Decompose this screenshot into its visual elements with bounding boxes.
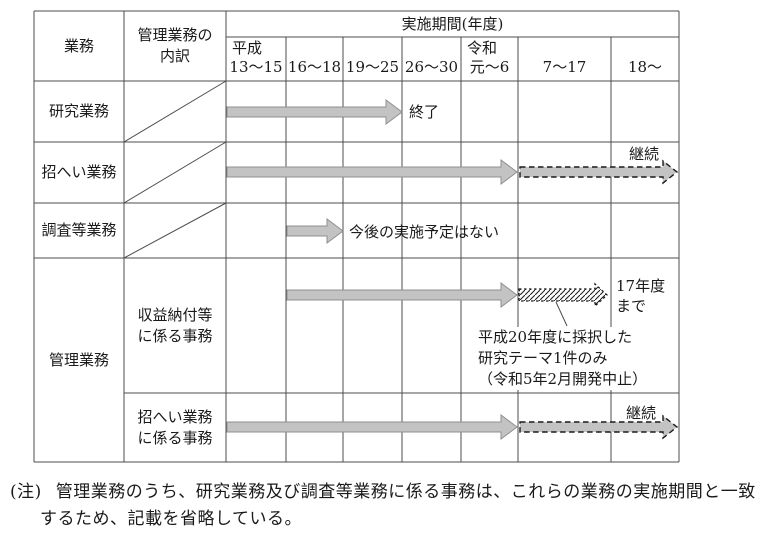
period-col-16-18: 16～18: [287, 58, 342, 76]
row-label-management: 管理業務: [48, 350, 109, 369]
annotation-leader-line: [555, 301, 568, 327]
arrow-invitation-solid: [226, 159, 518, 185]
arrow-research-solid: [226, 99, 403, 125]
revenue-annotation: 平成20年度に採択した 研究テーマ1件のみ （令和5年2月開発中止）: [477, 327, 649, 390]
status-revenue-until-fy17: 17年度 まで: [616, 277, 666, 315]
period-col-18-: 18～: [627, 58, 663, 76]
row-label-survey: 調査等業務: [41, 221, 117, 239]
diagonal-na-research: [123, 80, 227, 143]
period-col-h13-15: 平成 13～15: [229, 39, 283, 76]
status-survey-no-plan: 今後の実施予定はない: [349, 223, 500, 241]
status-research-ended: 終了: [409, 103, 440, 121]
subrow-label-revenue: 収益納付等 に係る事務: [137, 305, 213, 345]
subrow-label-invitation-admin: 招へい業務 に係る事務: [137, 407, 213, 447]
header-business: 業務: [63, 36, 94, 55]
period-col-26-30: 26～30: [404, 58, 459, 76]
arrow-survey-solid: [286, 218, 344, 244]
period-col-7-17: 7～17: [542, 58, 587, 76]
row-label-research: 研究業務: [48, 102, 109, 120]
arrow-invitation-admin-dashed: [519, 414, 679, 440]
period-col-r1-6: 令和 元～6: [467, 39, 510, 76]
footnote-line2: するため、記載を省略している。: [40, 509, 302, 529]
period-col-19-25: 19～25: [345, 58, 400, 76]
arrow-invitation-admin-solid: [226, 414, 518, 440]
diagonal-na-survey: [123, 202, 227, 259]
status-invitation-admin-continuing: 継続: [626, 404, 657, 422]
diagonal-na-invitation: [123, 141, 227, 204]
arrow-revenue-hatched: [518, 282, 608, 308]
footnote-line1: (注)管理業務のうち、研究業務及び調査等業務に係る事務は、これらの業務の実施期間…: [10, 482, 756, 502]
row-label-invitation: 招へい業務: [41, 163, 117, 181]
header-period: 実施期間(年度): [401, 14, 504, 33]
status-invitation-continuing: 継続: [629, 145, 660, 163]
arrow-revenue-solid: [286, 282, 518, 308]
arrow-invitation-dashed: [519, 159, 679, 185]
footnote-marker: (注): [10, 482, 42, 502]
header-breakdown: 管理業務の 内訳: [137, 26, 213, 65]
